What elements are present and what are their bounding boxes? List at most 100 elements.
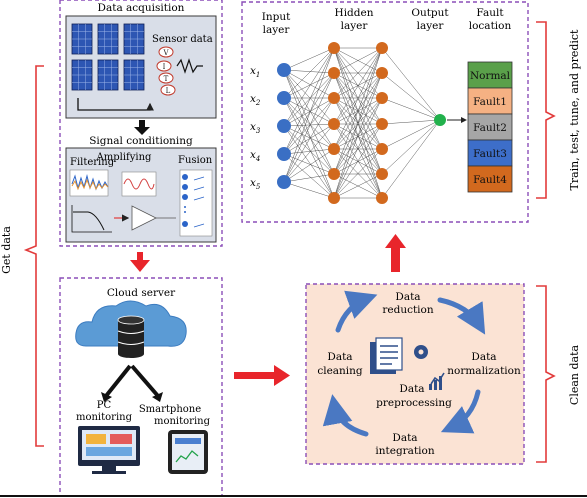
fault-location-title-1: Fault xyxy=(476,7,504,19)
sensor-letter-i: I xyxy=(163,63,166,71)
hidden2-node-2 xyxy=(376,67,388,79)
cloud-title: Cloud server xyxy=(107,287,176,299)
right-arrow-to-prep xyxy=(234,365,290,386)
waveform-icon xyxy=(176,58,203,74)
fusion-label: Fusion xyxy=(178,155,213,166)
clean-label: Clean data xyxy=(568,344,581,405)
sensor-letter-l: L xyxy=(166,87,171,95)
phone-label-2: monitoring xyxy=(154,416,211,427)
hidden-layer-title-2: layer xyxy=(341,20,369,32)
fault-box-5 xyxy=(467,165,513,193)
cloud-frame xyxy=(59,277,223,497)
hidden2-node-3 xyxy=(376,92,388,104)
input-layer-title-2: layer xyxy=(263,24,291,36)
sensor-letter-t: T xyxy=(164,75,169,83)
fault-location-title-2: location xyxy=(469,20,512,32)
down-arrow-acq xyxy=(134,120,150,135)
output-layer-title-1: Output xyxy=(411,7,449,19)
input-node-5 xyxy=(277,175,291,189)
conditioning-title: Signal conditioning xyxy=(89,135,193,147)
hidden2-node-1 xyxy=(376,42,388,54)
filtering-chart-icon xyxy=(69,169,109,197)
up-arrow-to-network xyxy=(385,234,406,272)
fault-label-5: Fault4 xyxy=(473,174,507,186)
clean-bracket xyxy=(536,285,556,463)
split-arrows xyxy=(101,364,163,402)
acquisition-title: Data acquisition xyxy=(98,2,185,14)
get-data-label: Get data xyxy=(0,226,13,274)
input-node-1 xyxy=(277,63,291,77)
step-normalization-2: normalization xyxy=(447,365,521,377)
hidden1-node-7 xyxy=(328,192,340,204)
output-node xyxy=(434,114,446,126)
sensor-circle-l xyxy=(160,84,176,96)
get-data-bracket xyxy=(23,65,44,447)
hidden2-node-5 xyxy=(376,143,388,155)
input-variable-labels: x1 x2 x3 x4 x5 xyxy=(250,65,261,191)
input-node-3 xyxy=(277,119,291,133)
phone-label-1: Smartphone xyxy=(139,404,201,415)
network-frame xyxy=(241,1,529,223)
input-label-4: x4 xyxy=(250,149,260,163)
amplifier-icon xyxy=(114,205,176,231)
network-nodes xyxy=(277,42,467,204)
hidden1-node-5 xyxy=(328,143,340,155)
sensor-circle-t xyxy=(158,72,174,84)
hidden1-node-2 xyxy=(328,67,340,79)
acquisition-frame xyxy=(59,0,223,247)
fault-box-2 xyxy=(467,87,513,115)
pc-label-2: monitoring xyxy=(76,412,133,423)
input-label-3: x3 xyxy=(250,121,261,135)
database-icon xyxy=(117,315,145,358)
pc-label-1: PC xyxy=(97,400,112,411)
sensor-data-label: Sensor data xyxy=(152,34,213,45)
train-label: Train, test, tune, and predict xyxy=(568,29,581,191)
prep-center-2: preprocessing xyxy=(376,397,452,409)
sensor-letter-v: V xyxy=(162,49,169,57)
fusion-network-icon xyxy=(179,169,213,237)
fault-label-3: Fault2 xyxy=(473,122,507,134)
train-bracket xyxy=(536,21,556,199)
preprocessing-panel xyxy=(305,283,525,465)
sensor-circle-v xyxy=(158,46,174,58)
output-layer-title-2: layer xyxy=(417,20,445,32)
solar-panels-icon xyxy=(71,23,145,91)
input-label-5: x5 xyxy=(250,177,261,191)
input-layer-title-1: Input xyxy=(262,11,291,23)
hidden1-node-4 xyxy=(328,118,340,130)
documents-gear-icon xyxy=(370,337,445,390)
down-arrow-cloud xyxy=(130,252,150,272)
step-reduction-2: reduction xyxy=(382,304,433,316)
cycle-arrows xyxy=(322,290,486,437)
input-node-2 xyxy=(277,91,291,105)
pc-monitor-icon xyxy=(78,426,140,474)
network-connections xyxy=(283,47,441,199)
fault-label-1: Normal xyxy=(470,70,511,82)
hidden2-node-4 xyxy=(376,118,388,130)
input-label-2: x2 xyxy=(250,93,261,107)
step-normalization-1: Data xyxy=(471,351,496,363)
hidden-layer-title-1: Hidden xyxy=(335,7,374,19)
sensor-circle-i xyxy=(156,60,172,72)
fault-box-4 xyxy=(467,139,513,167)
filter-response-icon xyxy=(71,205,112,233)
input-label-1: x1 xyxy=(250,65,260,79)
filtering-label: Filtering xyxy=(70,157,115,168)
amplifying-chart-icon xyxy=(121,171,157,197)
step-reduction-1: Data xyxy=(395,291,420,303)
hidden1-node-1 xyxy=(328,42,340,54)
step-integration-1: Data xyxy=(392,432,417,444)
hidden1-node-6 xyxy=(328,168,340,180)
hidden1-node-3 xyxy=(328,92,340,104)
step-cleaning-2: cleaning xyxy=(317,365,363,377)
fault-box-3 xyxy=(467,113,513,141)
wiring-line xyxy=(77,98,154,111)
smartphone-icon xyxy=(168,430,208,474)
amplifying-label: Amplifying xyxy=(96,152,152,163)
step-cleaning-1: Data xyxy=(327,351,352,363)
hidden2-node-7 xyxy=(376,192,388,204)
prep-center-1: Data xyxy=(399,383,424,395)
